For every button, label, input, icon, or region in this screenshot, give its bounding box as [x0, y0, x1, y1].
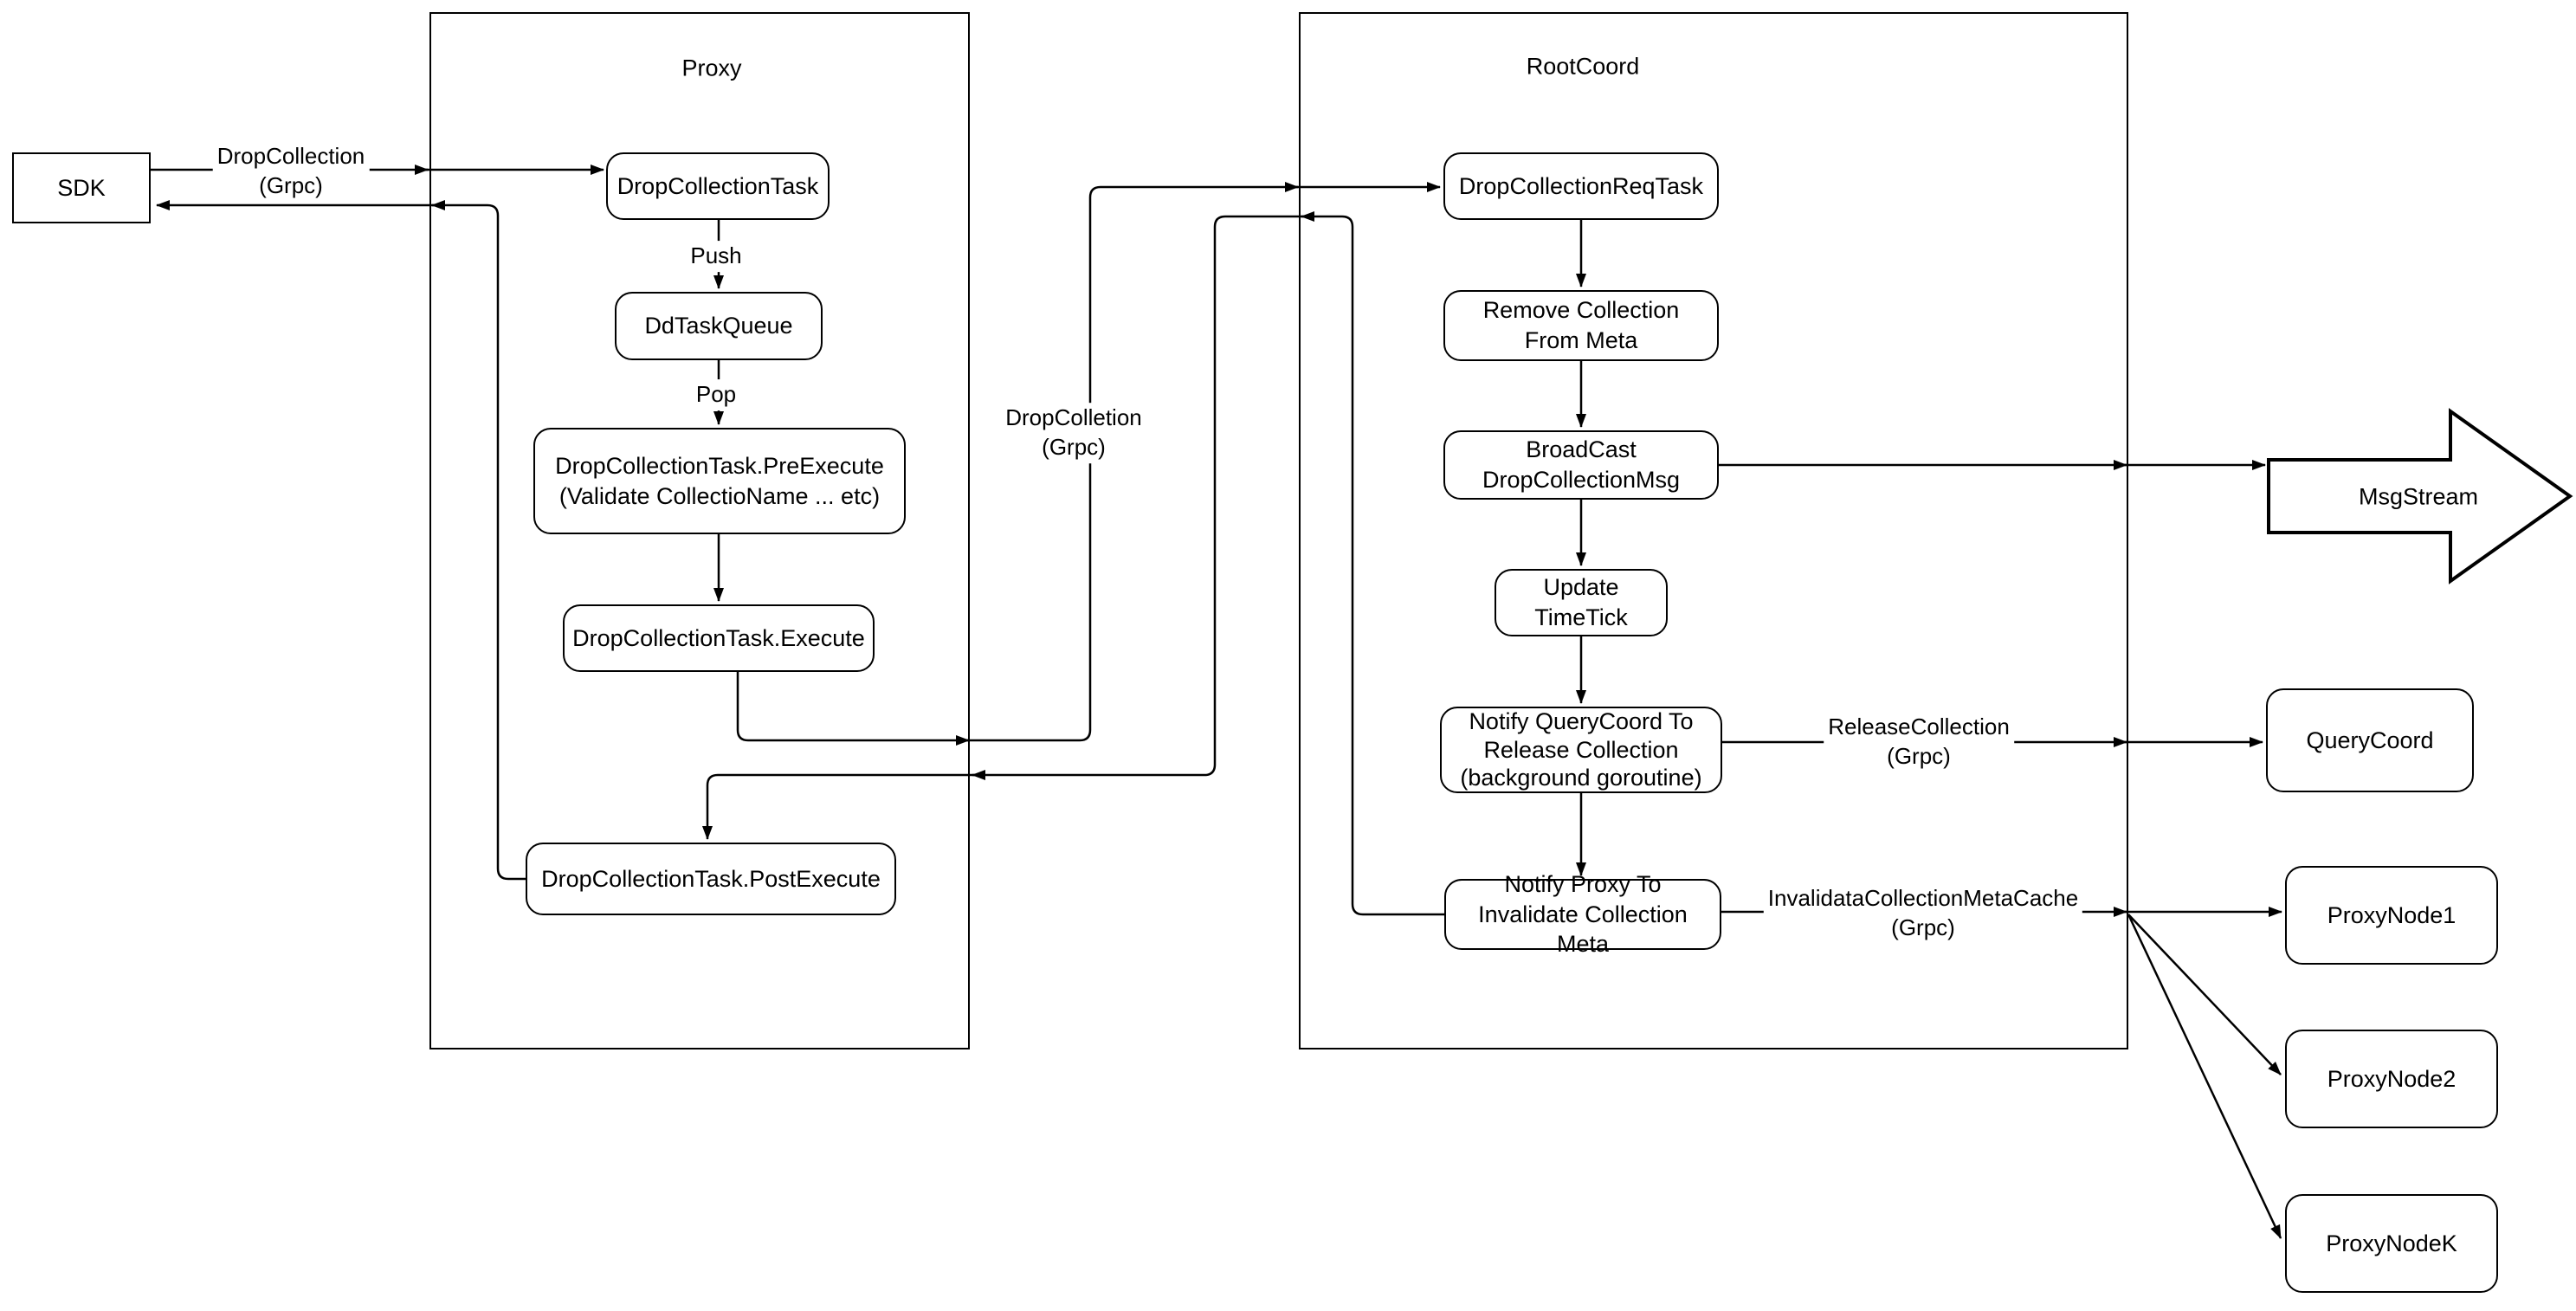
- node-drop-collection-task: DropCollectionTask: [606, 152, 830, 220]
- node-proxynode1: ProxyNode1: [2285, 866, 2498, 965]
- node-execute: DropCollectionTask.Execute: [563, 604, 875, 672]
- edge-invalidate-to-proxynode2: [2127, 914, 2282, 1075]
- proxy-container: [429, 12, 970, 1049]
- node-dd-task-queue: DdTaskQueue: [615, 292, 823, 360]
- msgstream-arrow-shape: [2267, 408, 2573, 584]
- node-remove-collection-from-meta: Remove Collection From Meta: [1443, 290, 1719, 361]
- node-notify-querycoord: Notify QueryCoord To Release Collection …: [1440, 707, 1722, 793]
- edge-label-pop: Pop: [691, 379, 741, 410]
- node-proxynode2: ProxyNode2: [2285, 1030, 2498, 1128]
- rootcoord-container-title: RootCoord: [1526, 53, 1640, 80]
- edge-label-releasecollection-grpc: ReleaseCollection (Grpc): [1824, 712, 2014, 772]
- edge-label-push: Push: [686, 241, 746, 272]
- msgstream-label: MsgStream: [2358, 483, 2479, 510]
- node-broadcast-dropcollectionmsg: BroadCast DropCollectionMsg: [1443, 430, 1719, 500]
- node-postexecute: DropCollectionTask.PostExecute: [526, 843, 896, 915]
- edge-label-dropcolletion-grpc: DropColletion (Grpc): [1001, 403, 1146, 463]
- edge-execute-to-reqtask: [736, 182, 1441, 742]
- edge-invalidate-to-proxynodek: [2127, 914, 2282, 1239]
- node-drop-collection-reqtask: DropCollectionReqTask: [1443, 152, 1719, 220]
- proxy-container-title: Proxy: [681, 55, 742, 81]
- node-notify-proxy: Notify Proxy To Invalidate Collection Me…: [1444, 871, 1721, 957]
- node-sdk: SDK: [12, 152, 151, 223]
- edge-notifyproxy-to-postexecute: [702, 215, 1444, 916]
- node-update-timetick: Update TimeTick: [1495, 569, 1668, 636]
- edge-postexecute-to-sdk: [156, 200, 526, 881]
- node-querycoord: QueryCoord: [2266, 688, 2474, 792]
- node-preexecute: DropCollectionTask.PreExecute (Validate …: [533, 428, 906, 534]
- node-proxynodek: ProxyNodeK: [2285, 1194, 2498, 1293]
- rootcoord-container: [1299, 12, 2128, 1049]
- edge-label-invalidatacollectionmetacache-grpc: InvalidataCollectionMetaCache (Grpc): [1763, 883, 2083, 944]
- edge-label-dropcollection-grpc: DropCollection (Grpc): [212, 141, 370, 202]
